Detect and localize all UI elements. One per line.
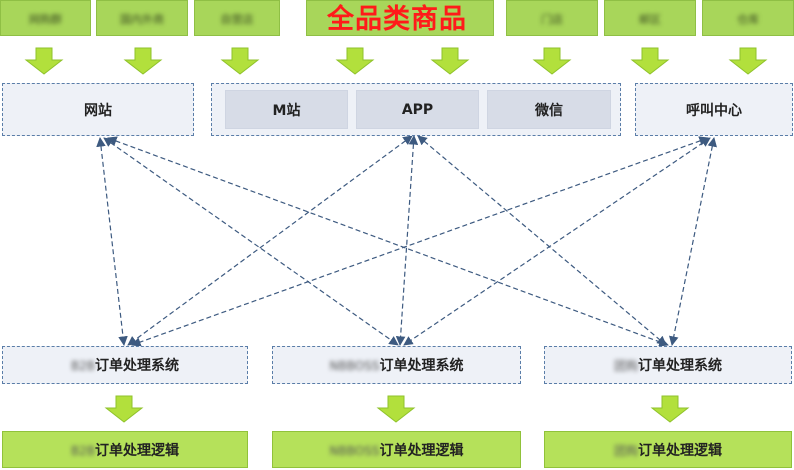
source-label-3: 自营店 (220, 13, 254, 26)
source-box-1: 网购群 (0, 0, 91, 36)
channel-app: APP (356, 90, 479, 129)
green-arrow-7 (631, 47, 669, 75)
connector-mobile-group (417, 135, 667, 346)
source-box-5: 邮区 (604, 0, 696, 36)
green-arrow-5 (431, 47, 469, 75)
source-box-3: 自营店 (194, 0, 280, 36)
order-logic-group-prefix: 团购 (613, 443, 638, 458)
order-system-nbboss: NBBOSS订单处理系统 (272, 346, 521, 384)
channel-website-label: 网站 (84, 102, 112, 119)
green-arrow-bottom-3 (651, 395, 689, 423)
order-system-group-prefix: 团购 (613, 359, 638, 373)
diagram-title: 全品类商品 (327, 4, 467, 35)
channel-call-center: 呼叫中心 (635, 83, 793, 136)
order-system-b2b-label: 订单处理系统 (95, 358, 180, 374)
green-arrow-2 (124, 47, 162, 75)
channel-call-center-label: 呼叫中心 (686, 102, 742, 119)
green-arrow-3 (221, 47, 259, 75)
title-backdrop (306, 0, 494, 36)
source-label-2: 国内外商 (120, 13, 164, 26)
order-logic-group-label: 订单处理逻辑 (638, 442, 722, 459)
green-arrow-8 (729, 47, 767, 75)
order-logic-b2b: B2B订单处理逻辑 (2, 431, 248, 468)
connector-call-group (669, 137, 717, 346)
green-arrow-6 (533, 47, 571, 75)
order-logic-b2b-label: 订单处理逻辑 (95, 442, 180, 459)
order-system-nbboss-label: 订单处理系统 (379, 358, 464, 374)
green-arrow-1 (25, 47, 63, 75)
source-box-2: 国内外商 (96, 0, 188, 36)
connector-web-group (107, 136, 669, 347)
order-logic-nbboss-label: 订单处理逻辑 (379, 442, 464, 459)
order-system-b2b-prefix: B2B (70, 359, 96, 373)
source-label-1: 网购群 (29, 13, 62, 26)
channel-app-label: APP (401, 101, 434, 118)
channel-wechat-label: 微信 (535, 102, 563, 119)
source-label-4: 门店 (541, 13, 563, 26)
order-logic-group: 团购订单处理逻辑 (544, 431, 792, 468)
green-arrow-bottom-1 (105, 395, 143, 423)
connector-mobile-b2b (127, 135, 413, 346)
source-label-6: 仓库 (737, 13, 759, 26)
connector-mobile-nbboss (395, 135, 419, 346)
order-logic-nbboss: NBBOSS订单处理逻辑 (272, 431, 521, 468)
green-arrow-4 (336, 47, 374, 75)
channel-m-site-label: M站 (272, 102, 301, 119)
channel-m-site: M站 (225, 90, 348, 129)
channel-wechat: 微信 (487, 90, 611, 129)
connector-web-b2b (96, 137, 128, 346)
order-system-group-label: 订单处理系统 (638, 358, 722, 374)
connector-call-b2b (131, 136, 709, 347)
source-box-4: 门店 (506, 0, 598, 36)
green-arrow-bottom-2 (377, 395, 415, 423)
connector-web-nbboss (103, 137, 399, 346)
channel-website: 网站 (2, 83, 194, 136)
order-system-group: 团购订单处理系统 (544, 346, 792, 384)
order-logic-nbboss-prefix: NBBOSS (329, 443, 380, 458)
source-label-5: 邮区 (639, 13, 661, 26)
order-logic-b2b-prefix: B2B (70, 443, 96, 458)
order-system-b2b: B2B订单处理系统 (2, 346, 248, 384)
order-system-nbboss-prefix: NBBOSS (329, 359, 380, 373)
connector-call-nbboss (403, 137, 711, 346)
